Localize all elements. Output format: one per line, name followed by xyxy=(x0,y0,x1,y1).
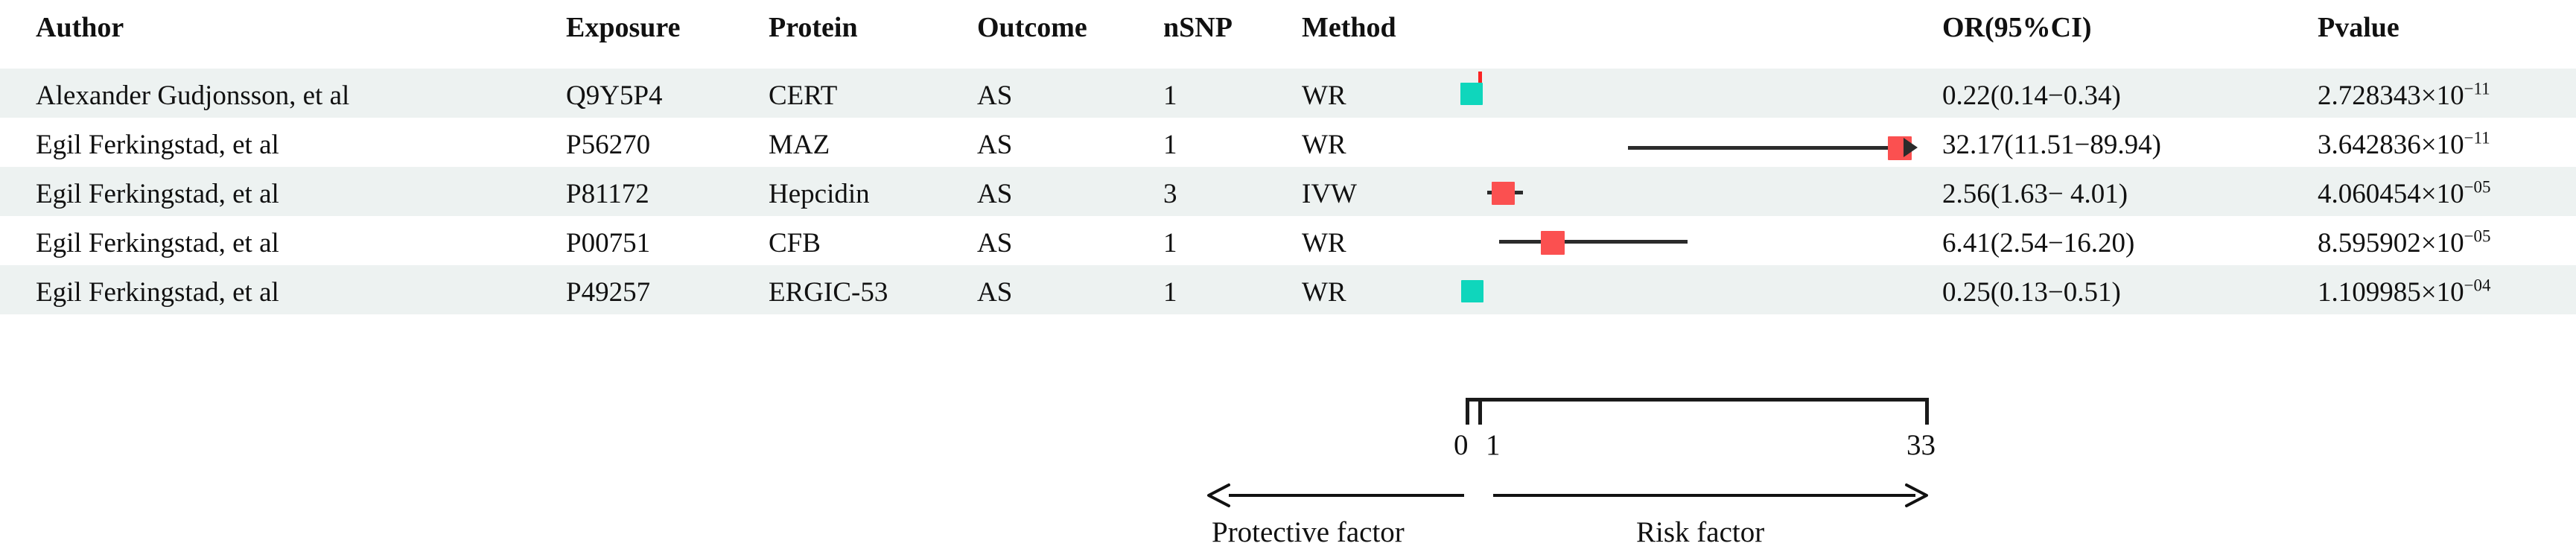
table-row: 1 xyxy=(1163,80,1177,111)
table-row: Egil Ferkingstad, et al xyxy=(36,130,279,160)
table-row: 3.642836×10−11 xyxy=(2318,128,2490,160)
table-row: Q9Y5P4 xyxy=(566,80,663,111)
effect-marker-row-5 xyxy=(1461,280,1483,302)
table-row: WR xyxy=(1302,228,1346,258)
reference-line-at-one xyxy=(1478,72,1482,399)
table-row: 1 xyxy=(1163,277,1177,308)
table-row: MAZ xyxy=(769,130,830,160)
x-axis-tick-label-1: 1 xyxy=(1486,429,1501,461)
table-row: Egil Ferkingstad, et al xyxy=(36,228,279,258)
column-header-outcome: Outcome xyxy=(977,12,1087,43)
column-header-author: Author xyxy=(36,12,124,43)
table-row: Egil Ferkingstad, et al xyxy=(36,277,279,308)
table-row: CFB xyxy=(769,228,821,258)
x-axis-tick-label-33: 33 xyxy=(1906,429,1936,461)
table-row: 32.17(11.51−89.94) xyxy=(1942,130,2161,160)
x-axis-tick-33 xyxy=(1925,398,1929,425)
ci-line-row-4 xyxy=(1499,240,1688,244)
column-header-method: Method xyxy=(1302,12,1396,43)
table-row: 0.25(0.13−0.51) xyxy=(1942,277,2121,308)
protective-factor-label: Protective factor xyxy=(1212,516,1405,548)
pvalue-mantissa: 2.728343×10 xyxy=(2318,80,2464,111)
table-row: P00751 xyxy=(566,228,651,258)
table-row: Alexander Gudjonsson, et al xyxy=(36,80,350,111)
effect-marker-row-1 xyxy=(1460,83,1483,105)
table-row: 0.22(0.14−0.34) xyxy=(1942,80,2121,111)
table-row: P49257 xyxy=(566,277,651,308)
x-axis-tick-label-0: 0 xyxy=(1454,429,1469,461)
effect-marker-row-4 xyxy=(1541,231,1565,255)
table-row: 1 xyxy=(1163,228,1177,258)
row-stripe-1 xyxy=(0,69,2576,118)
column-header-or: OR(95%CI) xyxy=(1942,12,2092,43)
column-header-nsnp: nSNP xyxy=(1163,12,1233,43)
row-stripe-5 xyxy=(0,265,2576,314)
table-row: WR xyxy=(1302,130,1346,160)
table-row: 3 xyxy=(1163,179,1177,209)
table-row: 2.728343×10−11 xyxy=(2318,79,2490,111)
pvalue-mantissa: 3.642836×10 xyxy=(2318,130,2464,160)
table-row: WR xyxy=(1302,277,1346,308)
x-axis-line xyxy=(1466,398,1929,402)
pvalue-exponent: −05 xyxy=(2464,226,2491,246)
table-row: IVW xyxy=(1302,179,1357,209)
table-row: 4.060454×10−05 xyxy=(2318,177,2491,209)
table-row: AS xyxy=(977,130,1013,160)
table-row: WR xyxy=(1302,80,1346,111)
column-header-exposure: Exposure xyxy=(566,12,681,43)
table-row: 1 xyxy=(1163,130,1177,160)
effect-marker-row-3 xyxy=(1492,182,1515,205)
pvalue-exponent: −11 xyxy=(2464,128,2490,147)
risk-factor-label: Risk factor xyxy=(1636,516,1765,548)
table-row: 6.41(2.54−16.20) xyxy=(1942,228,2135,258)
table-row: 8.595902×10−05 xyxy=(2318,226,2491,258)
table-row: AS xyxy=(977,277,1013,308)
table-row: 1.109985×10−04 xyxy=(2318,276,2491,308)
column-header-protein: Protein xyxy=(769,12,858,43)
arrow-left-icon xyxy=(1205,483,1230,508)
ci-arrowhead-row-2 xyxy=(1904,138,1918,157)
pvalue-mantissa: 1.109985×10 xyxy=(2318,277,2464,308)
table-row: Egil Ferkingstad, et al xyxy=(36,179,279,209)
column-header-pvalue: Pvalue xyxy=(2318,12,2400,43)
ci-line-row-2 xyxy=(1628,146,1906,150)
arrow-right-icon xyxy=(1904,483,1929,508)
x-axis-tick-1 xyxy=(1478,398,1482,425)
pvalue-exponent: −11 xyxy=(2464,79,2490,98)
protective-arrow-line xyxy=(1229,494,1464,497)
pvalue-mantissa: 4.060454×10 xyxy=(2318,179,2464,209)
risk-arrow-line xyxy=(1493,494,1915,497)
table-row: 2.56(1.63− 4.01) xyxy=(1942,179,2128,209)
table-row: CERT xyxy=(769,80,838,111)
table-row: P56270 xyxy=(566,130,651,160)
table-row: P81172 xyxy=(566,179,649,209)
row-stripe-3 xyxy=(0,167,2576,216)
table-row: AS xyxy=(977,80,1013,111)
table-row: Hepcidin xyxy=(769,179,870,209)
pvalue-mantissa: 8.595902×10 xyxy=(2318,228,2464,258)
x-axis-tick-0 xyxy=(1466,398,1469,425)
pvalue-exponent: −04 xyxy=(2464,276,2491,295)
pvalue-exponent: −05 xyxy=(2464,177,2491,197)
table-row: AS xyxy=(977,179,1013,209)
table-row: AS xyxy=(977,228,1013,258)
table-row: ERGIC-53 xyxy=(769,277,888,308)
